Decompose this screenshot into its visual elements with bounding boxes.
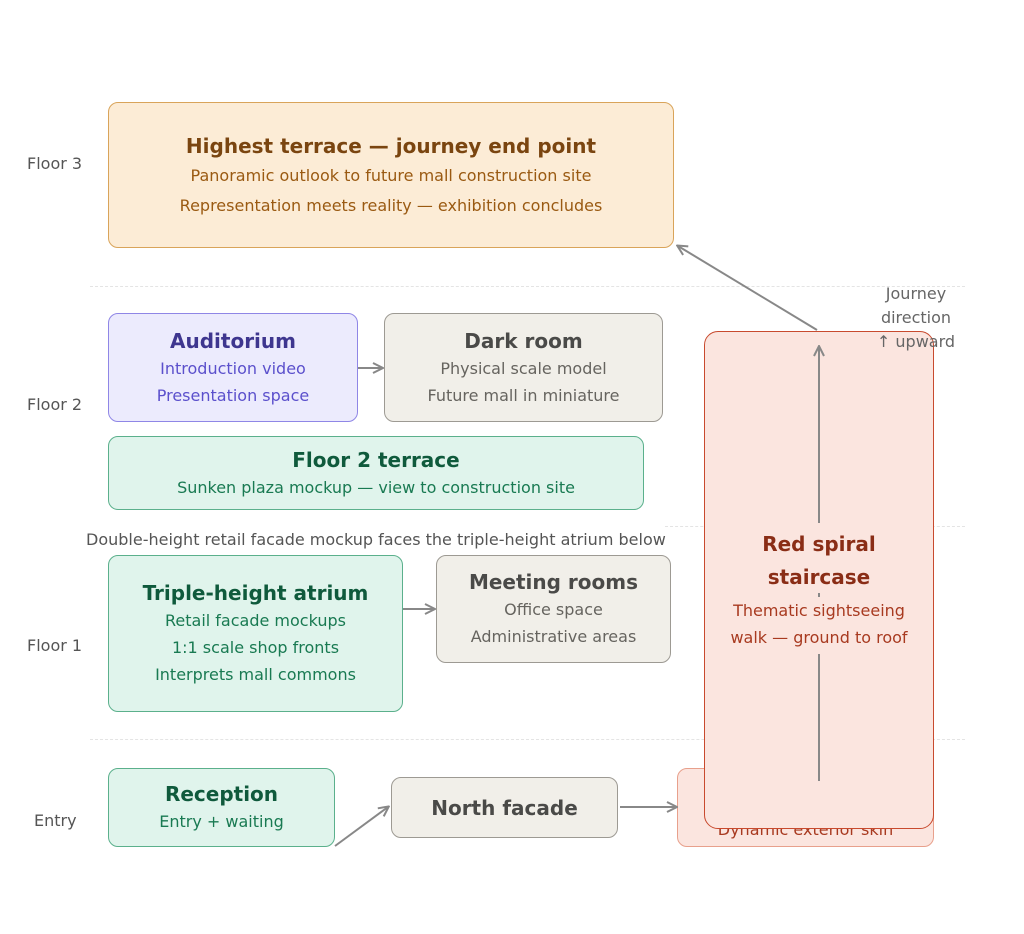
reception-line1: Entry + waiting — [159, 812, 284, 831]
arrow-to-highest-terrace — [678, 246, 818, 331]
dark-room-title: Dark room — [464, 328, 583, 353]
meeting-rooms-line1: Office space — [504, 600, 603, 619]
reception-title: Reception — [164, 782, 279, 806]
highest-terrace-title: Highest terrace — journey end point — [185, 133, 597, 158]
highest-terrace-line2: Representation meets reality — exhibitio… — [179, 195, 603, 215]
floor-divider-3-2 — [90, 286, 965, 287]
north-facade-title: North facade — [431, 795, 578, 820]
north-facade-node: North facade — [391, 777, 618, 838]
staircase-title-line2: staircase — [767, 565, 871, 589]
reception-node: Reception Entry + waiting — [108, 768, 335, 847]
floor-label-entry: Entry — [34, 811, 77, 830]
journey-line1: Journey — [885, 284, 947, 303]
staircase-line2: walk — ground to roof — [730, 628, 908, 647]
auditorium-title: Auditorium — [170, 328, 296, 353]
auditorium-line1: Introduction video — [160, 358, 306, 378]
atrium-line1: Retail facade mockups — [165, 611, 346, 630]
meeting-rooms-line2: Administrative areas — [470, 627, 637, 646]
floor2-terrace-line1: Sunken plaza mockup — view to constructi… — [177, 477, 575, 497]
staircase-line1: Thematic sightseeing — [733, 601, 905, 620]
journey-direction-label: Journey direction ↑ upward — [866, 282, 966, 354]
dark-room-line2: Future mall in miniature — [427, 385, 620, 405]
floor-divider-1-entry — [90, 739, 965, 740]
highest-terrace-line1: Panoramic outlook to future mall constru… — [190, 165, 592, 185]
auditorium-line2: Presentation space — [156, 385, 310, 405]
atrium-node: Triple-height atrium Retail facade mocku… — [108, 555, 403, 712]
journey-line2: direction — [880, 308, 952, 327]
dark-room-node: Dark room Physical scale model Future ma… — [384, 313, 663, 422]
spiral-staircase-node: Red spiral staircase Thematic sightseein… — [704, 331, 934, 829]
journey-line3: ↑ upward — [876, 332, 956, 351]
atrium-line3: Interprets mall commons — [155, 665, 356, 684]
floor2-terrace-title: Floor 2 terrace — [292, 447, 460, 472]
floor-label-3: Floor 3 — [27, 154, 83, 173]
atrium-title: Triple-height atrium — [142, 581, 369, 605]
arrow-reception-to-north-facade — [334, 807, 388, 847]
floor2-terrace-node: Floor 2 terrace Sunken plaza mockup — vi… — [108, 436, 644, 510]
highest-terrace-node: Highest terrace — journey end point Pano… — [108, 102, 674, 248]
floor-label-1: Floor 1 — [27, 636, 83, 655]
atrium-line2: 1:1 scale shop fronts — [171, 638, 340, 657]
auditorium-node: Auditorium Introduction video Presentati… — [108, 313, 358, 422]
dark-room-line1: Physical scale model — [440, 358, 607, 378]
staircase-text-group: Red spiral staircase Thematic sightseein… — [705, 528, 933, 651]
staircase-title-line1: Red spiral — [762, 532, 876, 556]
meeting-rooms-title: Meeting rooms — [468, 570, 639, 594]
meeting-rooms-node: Meeting rooms Office space Administrativ… — [436, 555, 671, 663]
floor-label-2: Floor 2 — [27, 395, 83, 414]
atrium-note: Double-height retail facade mockup faces… — [86, 530, 666, 549]
